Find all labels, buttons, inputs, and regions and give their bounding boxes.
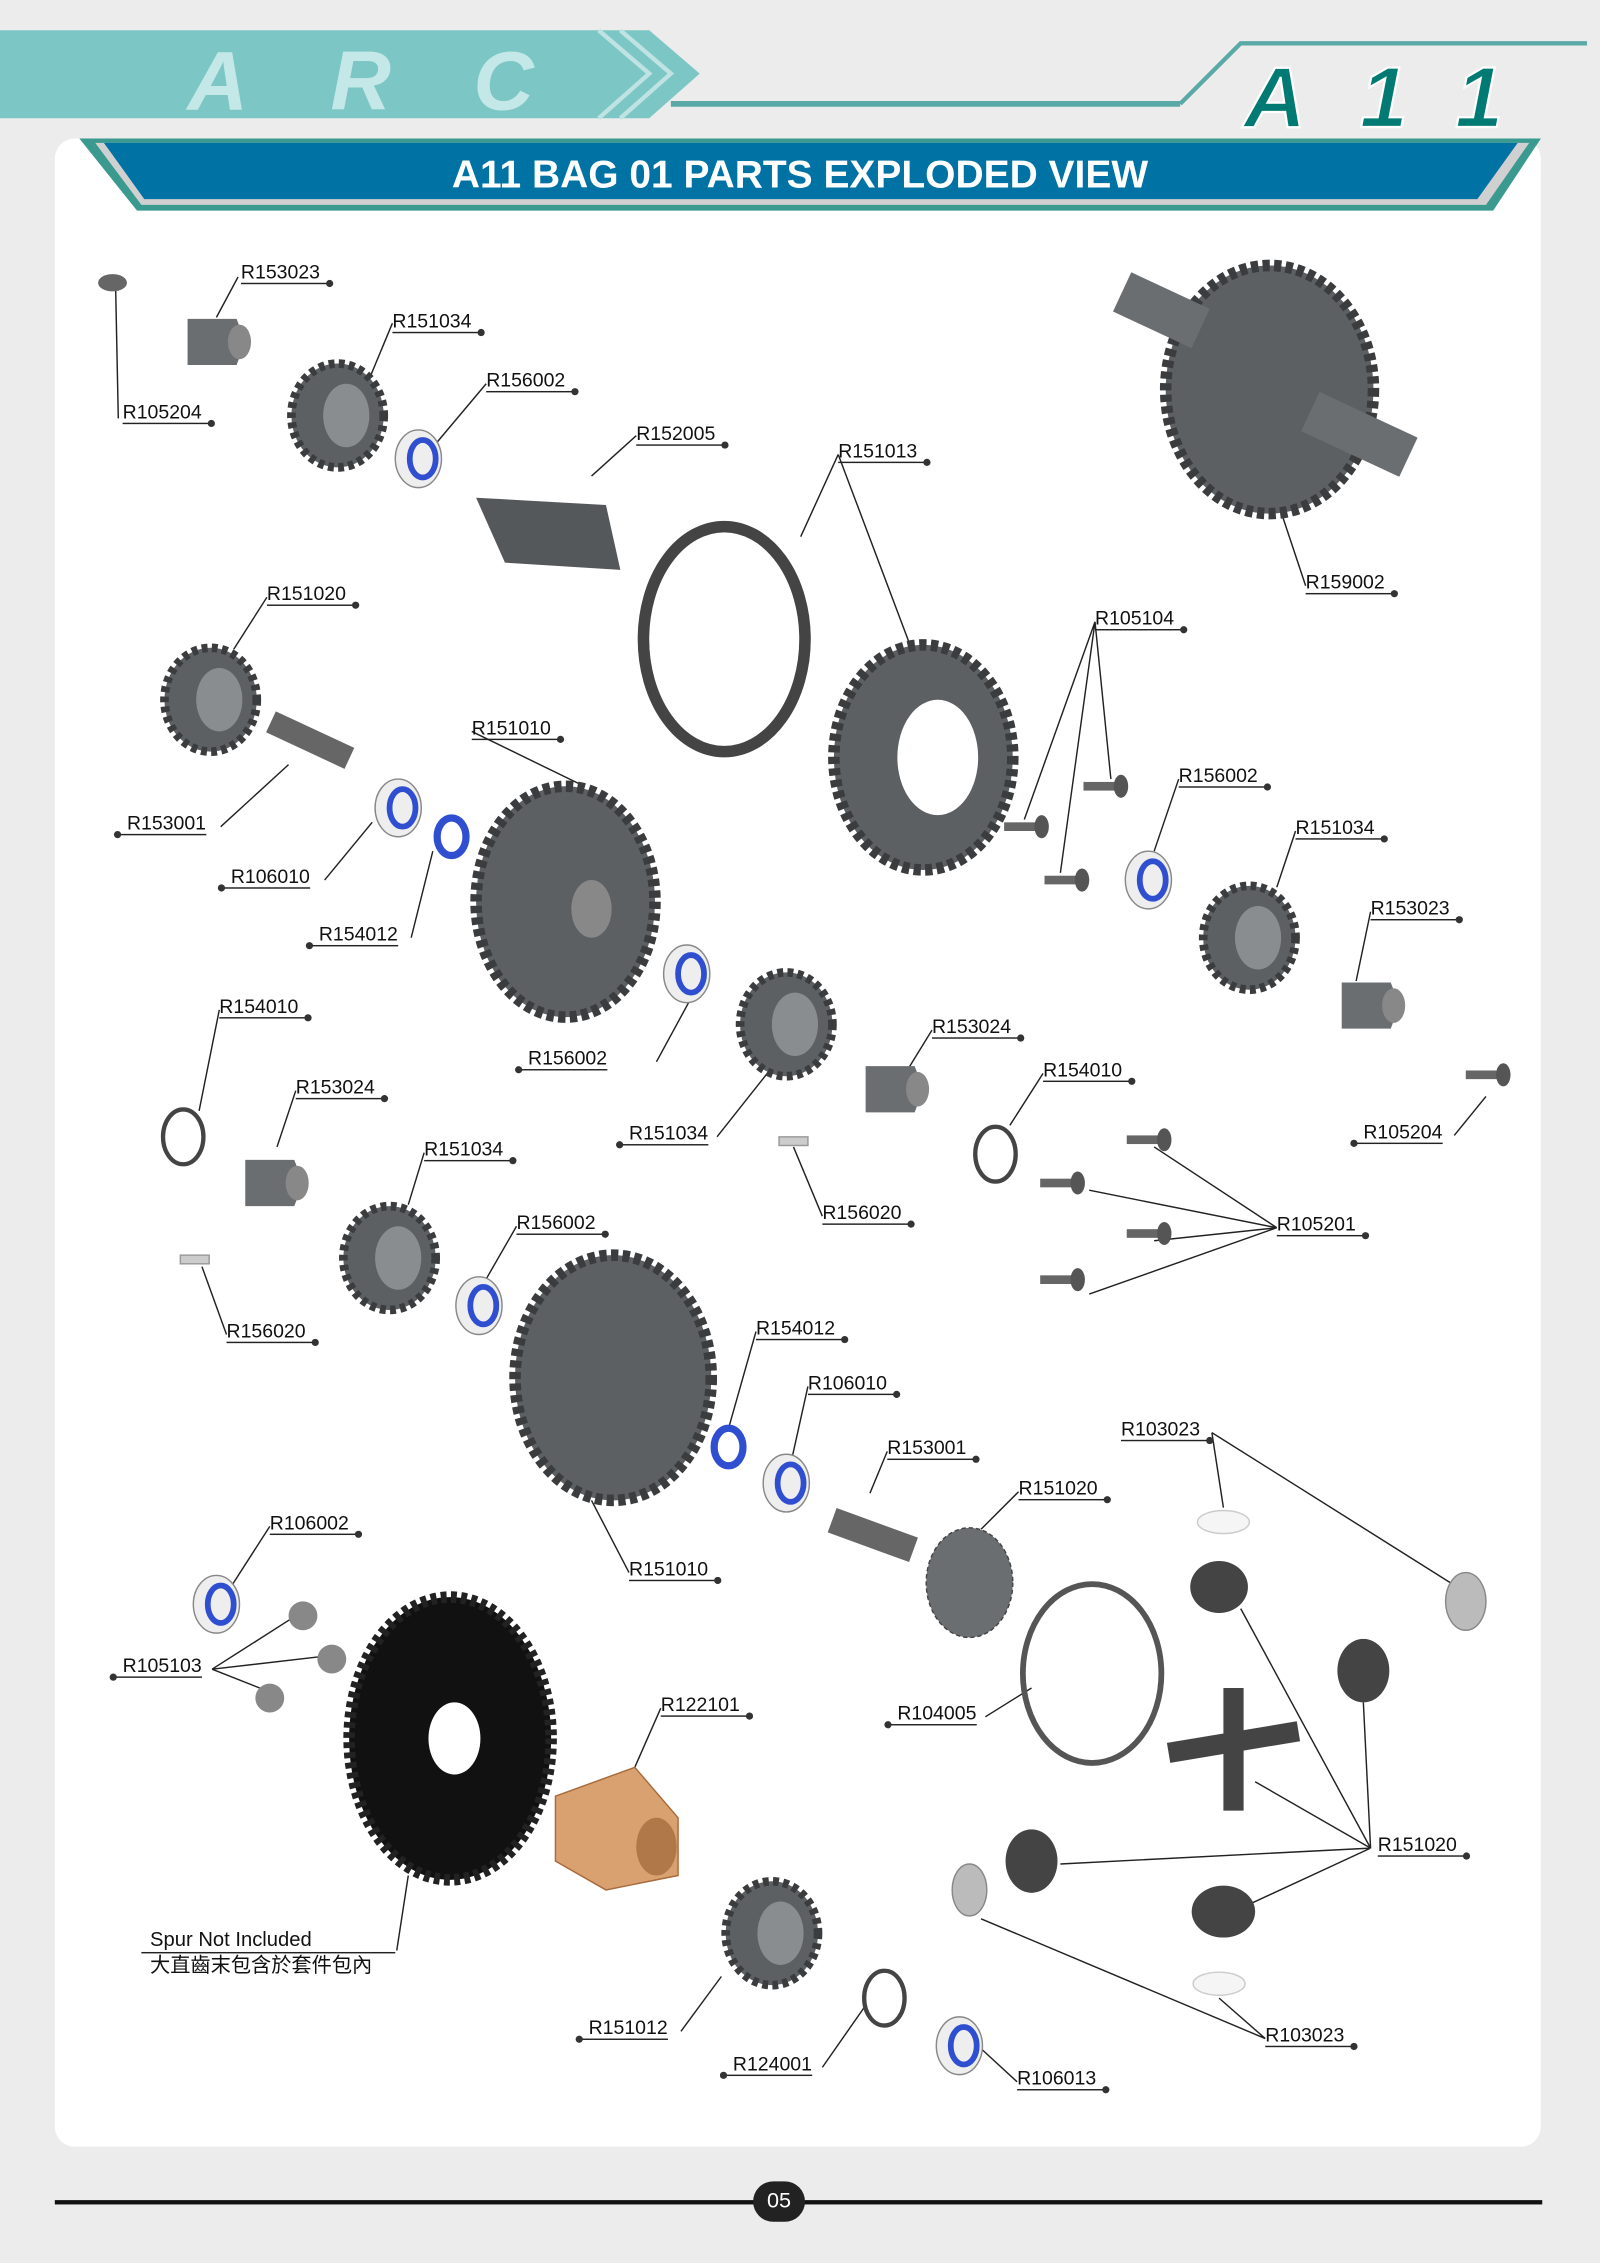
part-label: R103023 xyxy=(1120,1418,1213,1445)
a11-logo: A11 xyxy=(1242,50,1504,146)
part-label: R156002 xyxy=(515,1047,608,1074)
spur-note-english: Spur Not Included xyxy=(141,1927,396,1954)
part-label: R105204 xyxy=(1350,1121,1443,1147)
part-label: R106013 xyxy=(1017,2067,1109,2094)
part-label: R153001 xyxy=(887,1437,980,1463)
part-label: R154012 xyxy=(755,1317,848,1344)
part-label: R151013 xyxy=(838,440,930,466)
part-label: R153001 xyxy=(113,812,207,839)
part-label: R153024 xyxy=(931,1016,1024,1042)
part-label: R151010 xyxy=(629,1558,721,1585)
part-label: R106002 xyxy=(269,1512,362,1538)
part-label: R156020 xyxy=(822,1202,915,1228)
part-label: R104005 xyxy=(884,1702,977,1729)
part-label: R151020 xyxy=(1377,1834,1470,1860)
part-label: R151020 xyxy=(1018,1477,1111,1504)
page-number: 05 xyxy=(753,2181,806,2222)
page-title: A11 BAG 01 PARTS EXPLODED VIEW xyxy=(451,152,1149,197)
part-label: R156020 xyxy=(226,1320,319,1347)
part-label: R153023 xyxy=(1370,897,1463,924)
part-label: R156002 xyxy=(516,1212,609,1238)
part-label: R151012 xyxy=(575,2017,668,2043)
part-label: R151034 xyxy=(1295,817,1388,843)
part-label: R103023 xyxy=(1265,2024,1358,2051)
part-label: R124001 xyxy=(719,2053,812,2079)
part-label: R151034 xyxy=(616,1122,709,1149)
part-label: R156002 xyxy=(486,369,578,396)
part-label: R106010 xyxy=(807,1372,900,1398)
part-label: R151034 xyxy=(392,310,485,337)
part-label: R154010 xyxy=(219,995,312,1022)
part-label: R106010 xyxy=(217,866,310,892)
part-label: R151034 xyxy=(424,1138,516,1165)
part-label: R105204 xyxy=(122,401,215,428)
part-label: R152005 xyxy=(636,423,729,449)
part-label: R105104 xyxy=(1095,607,1187,634)
header-banner-overlay xyxy=(79,138,1541,211)
part-label: R151020 xyxy=(266,583,359,609)
part-label: R122101 xyxy=(660,1694,753,1720)
part-label: R159002 xyxy=(1305,571,1398,598)
spur-note-chinese: 大直齒末包含於套件包內 xyxy=(150,1953,373,1977)
spur-note: Spur Not Included 大直齒末包含於套件包內 xyxy=(141,1927,396,1977)
part-label: R153024 xyxy=(295,1076,388,1103)
part-label: R153023 xyxy=(240,261,333,288)
arc-logo: ARC xyxy=(186,34,536,128)
part-label: R151010 xyxy=(471,717,564,743)
part-label: R105103 xyxy=(109,1655,202,1681)
part-label: R154010 xyxy=(1043,1059,1135,1085)
part-label: R105201 xyxy=(1276,1213,1369,1240)
part-label: R154012 xyxy=(305,923,398,950)
part-label: R156002 xyxy=(1178,765,1271,791)
